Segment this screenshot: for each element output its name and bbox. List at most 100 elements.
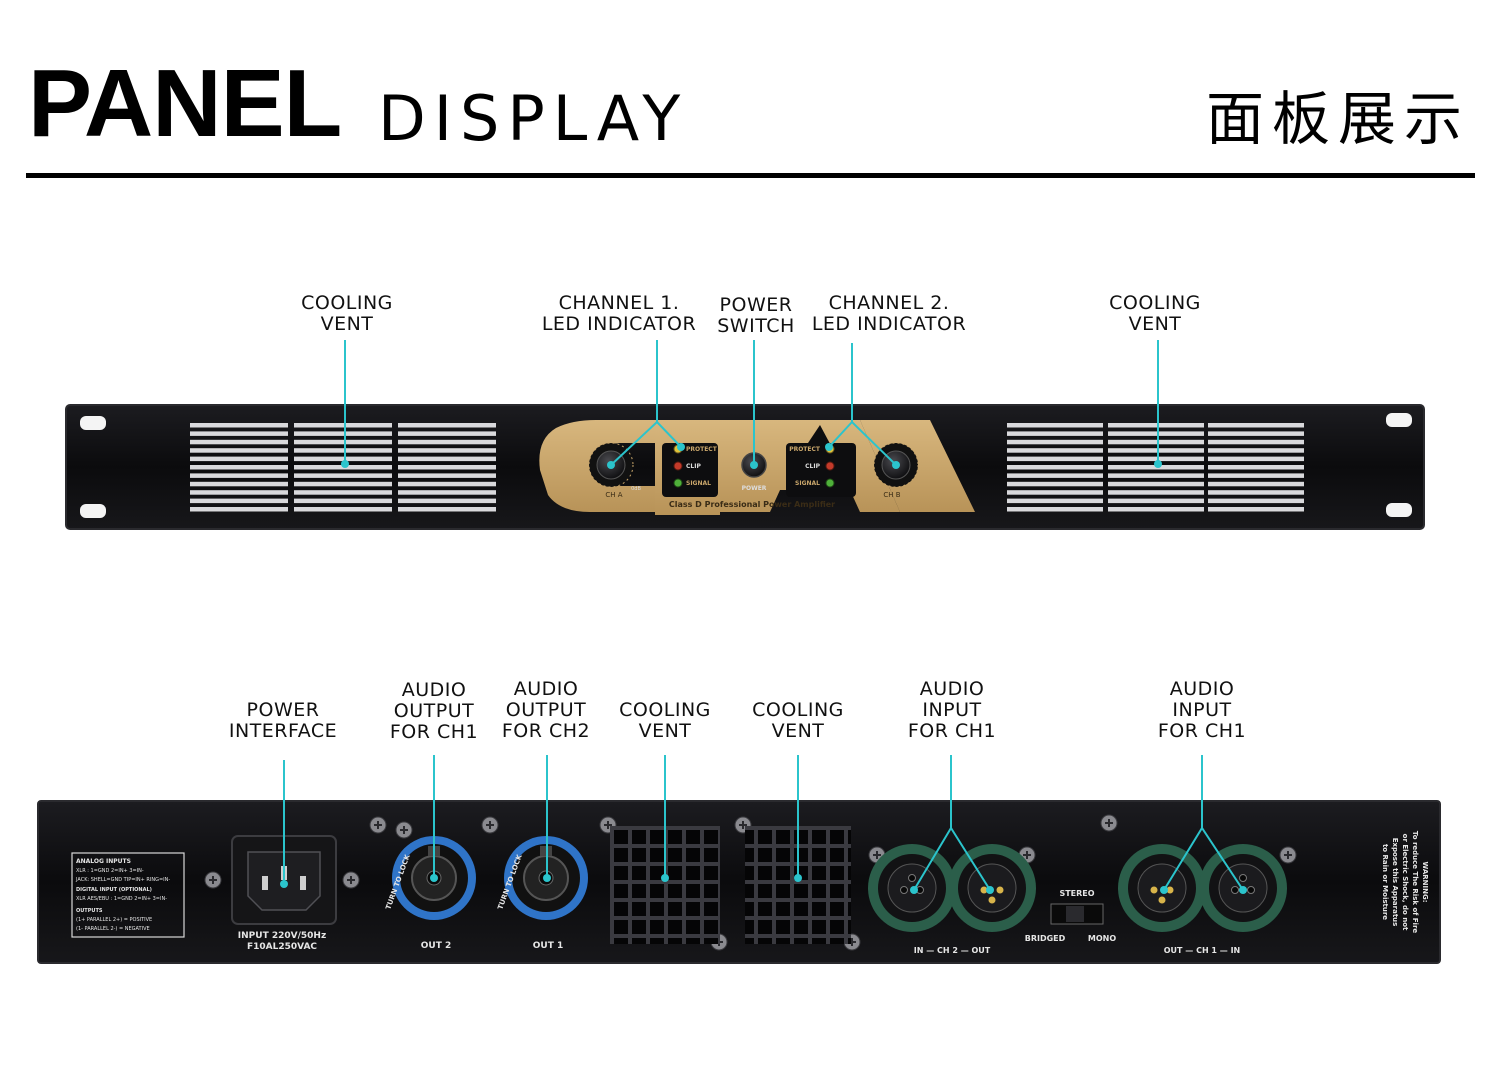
callout-audio-input-ch1-a: AUDIO INPUT FOR CH1 (907, 678, 997, 742)
vent-slot (398, 439, 496, 445)
screw-cross-icon (209, 876, 217, 884)
rack-hole-icon (80, 416, 106, 430)
info-line: DIGITAL INPUT (OPTIONAL) (76, 887, 152, 893)
bridged-label: BRIDGED (1025, 934, 1066, 943)
leader-dot (677, 443, 685, 451)
leader-dot (607, 461, 615, 469)
vent-slot (1007, 481, 1103, 487)
ch-a-label: CH A (605, 491, 622, 499)
info-line: ANALOG INPUTS (76, 858, 131, 865)
leader-dot (280, 880, 288, 888)
vent-slot (398, 473, 496, 478)
ch2-io-label: IN — CH 2 — OUT (914, 946, 991, 955)
vent-slot (190, 439, 288, 445)
callout-audio-output-ch2: AUDIO OUTPUT FOR CH2 (501, 678, 591, 742)
vent-slot (1208, 473, 1304, 478)
vent-slot (1208, 439, 1304, 445)
rear-screws (204, 814, 1297, 951)
callout-audio-input-ch1-b: AUDIO INPUT FOR CH1 (1157, 678, 1247, 742)
rack-hole-icon (80, 504, 106, 518)
warning-line: To reduce The Risk of Fire (1411, 831, 1419, 934)
vent-slot (1208, 481, 1304, 487)
knob-min-label-a: 0dB (631, 486, 641, 492)
led-label-signal-2: SIGNAL (795, 480, 820, 487)
leader-ch1-led-split (610, 420, 682, 466)
vent-slot (1007, 498, 1103, 504)
page-title: PANEL (28, 50, 342, 157)
vent-slot (1007, 439, 1103, 445)
callout-power-interface: POWER INTERFACE (228, 699, 338, 742)
vent-slot (294, 473, 392, 478)
vent-slot (294, 498, 392, 504)
screw-cross-icon (873, 851, 881, 859)
callout-front-cooling-vent-left: COOLING VENT (301, 292, 393, 335)
front-panel: Class D Professional Power Amplifier CH … (65, 404, 1425, 530)
ch-b-label: CH B (883, 491, 900, 499)
vent-slot (190, 465, 288, 470)
led-label-signal-1: SIGNAL (686, 480, 711, 487)
vent-slot (1007, 423, 1103, 428)
vent-slot (398, 490, 496, 495)
vent-slot (1108, 507, 1204, 512)
channel2-led-indicators (825, 444, 835, 488)
vent-slot (1108, 431, 1204, 436)
vent-slot (398, 456, 496, 462)
leader-dot (1154, 460, 1162, 468)
screw-cross-icon (400, 826, 408, 834)
screw-cross-icon (1284, 851, 1292, 859)
vent-slot (1007, 507, 1103, 512)
leader-dot (543, 874, 551, 882)
vent-slot (398, 448, 496, 453)
rack-hole-icon (1386, 413, 1412, 427)
vent-slot (190, 498, 288, 504)
warning-line: WARNING: (1421, 861, 1429, 902)
led-label-protect-2: PROTECT (789, 446, 821, 453)
info-line: XLR : 1=GND 2=IN+ 3=IN- (76, 868, 144, 874)
vent-slot (1007, 456, 1103, 462)
vent-slot (190, 448, 288, 453)
page-title-chinese: 面板展示 (1205, 85, 1470, 153)
warning-line: to Rain or Moisture (1381, 844, 1389, 920)
callout-audio-output-ch1: AUDIO OUTPUT FOR CH1 (389, 679, 479, 743)
vent-slot (294, 448, 392, 453)
clip-led-icon (825, 461, 835, 471)
vent-slot (1108, 473, 1204, 478)
callout-channel1-led: CHANNEL 1. LED INDICATOR (541, 292, 697, 335)
rear-panel: ANALOG INPUTS XLR : 1=GND 2=IN+ 3=IN- JA… (37, 800, 1441, 964)
vent-slot (1108, 448, 1204, 453)
info-line: OUTPUTS (76, 908, 103, 914)
vent-slot (1208, 431, 1304, 436)
vent-slot (1007, 473, 1103, 478)
screw-cross-icon (1105, 819, 1113, 827)
vent-slot (190, 456, 288, 462)
warning-line: or Electric Shock, do not (1401, 834, 1409, 931)
leader-dot (794, 874, 802, 882)
info-line: (1+ PARALLEL 2+) = POSITIVE (76, 917, 152, 923)
callout-leader-lines (280, 340, 1247, 894)
vent-slot (190, 490, 288, 495)
callout-power-switch: POWER SWITCH (717, 294, 795, 337)
vent-slot (294, 481, 392, 487)
screw-cross-icon (486, 821, 494, 829)
led-label-protect-1: PROTECT (686, 446, 718, 453)
rack-hole-icon (1386, 503, 1412, 517)
warning-text-block: WARNING: To reduce The Risk of Fire or E… (1381, 831, 1429, 934)
leader-audio-in-ch1-b-split (1163, 826, 1244, 891)
screw-cross-icon (739, 821, 747, 829)
vent-slot (1108, 439, 1204, 445)
vent-slot (1208, 423, 1304, 428)
led-label-clip-1: CLIP (686, 463, 701, 470)
leader-dot (1160, 886, 1168, 894)
vent-slot (190, 423, 288, 428)
vent-slot (1208, 465, 1304, 470)
vent-slot (398, 431, 496, 436)
mode-selector-switch[interactable] (1050, 903, 1104, 925)
vent-slot (398, 507, 496, 512)
vent-slot (294, 507, 392, 512)
screw-cross-icon (374, 821, 382, 829)
vent-slot (190, 473, 288, 478)
vent-slot (1108, 481, 1204, 487)
led-label-clip-2: CLIP (805, 463, 820, 470)
info-line: XLR AES/EBU : 1=GND 2=IN+ 3=IN- (76, 896, 167, 902)
